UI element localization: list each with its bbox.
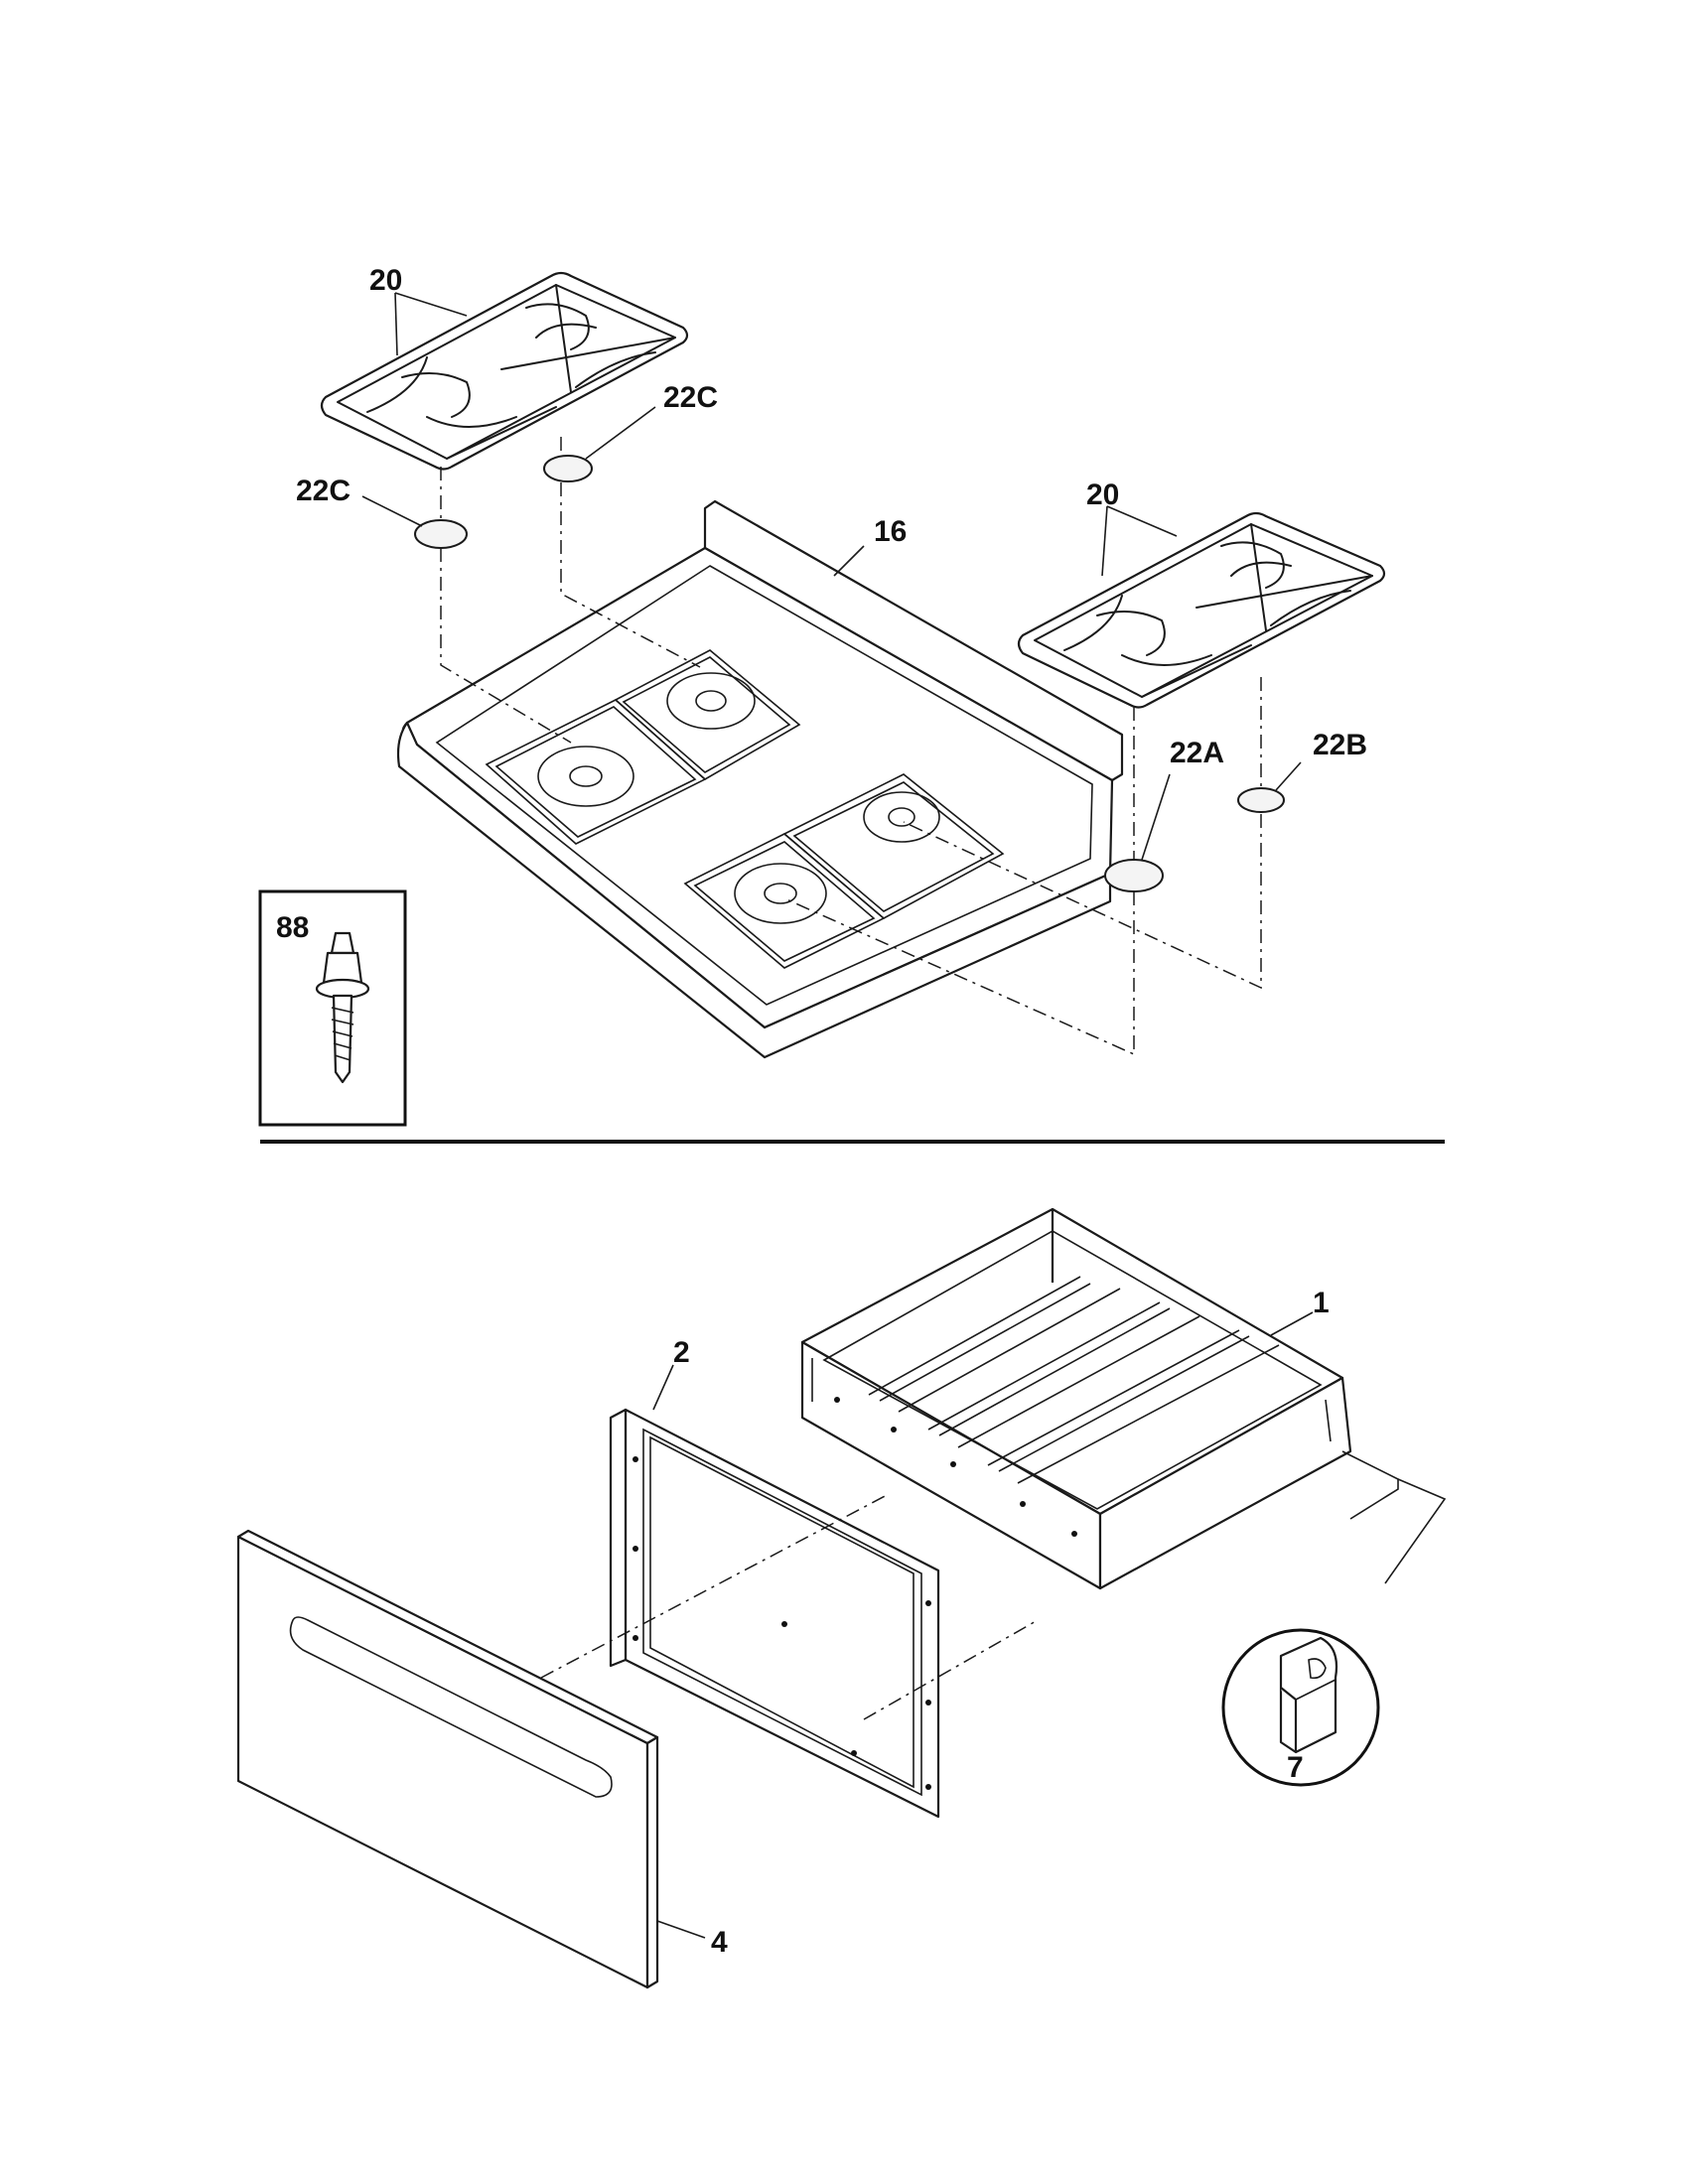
burner-cap-22b	[1237, 787, 1285, 813]
callout-88: 88	[276, 911, 309, 944]
clip-part-7	[1279, 1636, 1338, 1754]
callout-22b: 22B	[1313, 729, 1367, 761]
callout-22c-left: 22C	[296, 475, 351, 507]
burner-cap-22c-left	[414, 519, 468, 549]
callout-20-right: 20	[1086, 478, 1119, 511]
screw-part-88	[315, 931, 370, 1084]
callout-22c-right: 22C	[663, 381, 718, 414]
leader-lines-upper	[361, 292, 1302, 861]
callout-16: 16	[874, 515, 907, 548]
drawer-liner-part-2	[609, 1408, 940, 1819]
callout-2: 2	[673, 1336, 690, 1369]
drawer-body-part-1	[800, 1207, 1352, 1590]
callout-1: 1	[1313, 1287, 1330, 1319]
leader-lines-lower	[652, 1311, 1447, 1939]
grate-pair-left-part-20	[320, 271, 689, 471]
burner-cap-22c-right	[543, 455, 593, 482]
callout-22a: 22A	[1170, 737, 1224, 769]
drawer-front-panel-part-4	[236, 1529, 659, 1989]
clip-inset-circle	[1221, 1628, 1380, 1787]
cooktop-part-16	[396, 499, 1124, 1059]
grate-pair-right-part-20	[1017, 511, 1386, 709]
assembly-lines-upper	[440, 437, 1262, 1056]
screw-inset-box	[258, 889, 407, 1127]
callout-4: 4	[711, 1926, 728, 1959]
callout-7: 7	[1287, 1751, 1304, 1784]
burner-cap-22a	[1104, 859, 1164, 892]
callout-20-left: 20	[369, 264, 402, 297]
assembly-lines-lower	[540, 1493, 1039, 1720]
